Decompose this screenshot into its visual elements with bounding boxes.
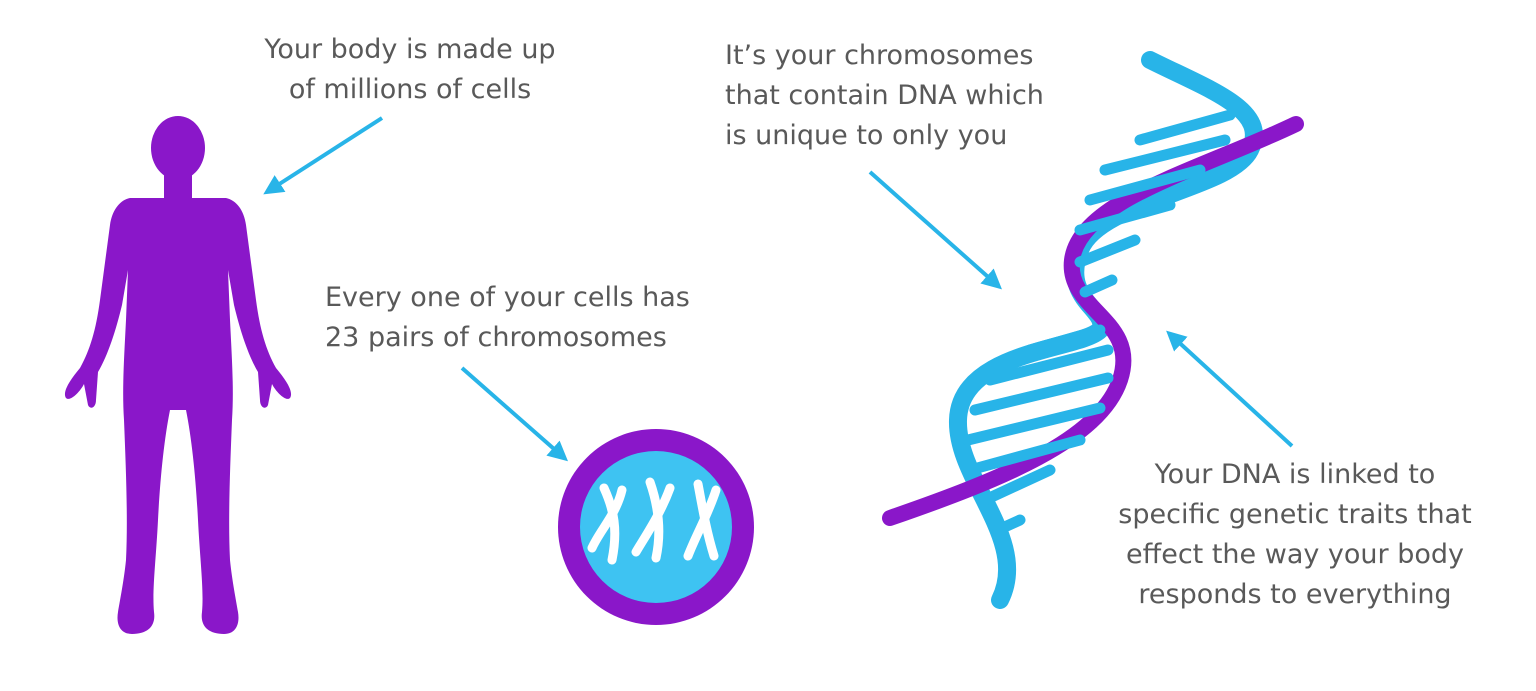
label-chromosomes-dna: It’s your chromosomes that contain DNA w… (725, 36, 1044, 156)
label-line: It’s your chromosomes (725, 40, 1034, 71)
arrow-icon (460, 366, 569, 462)
label-line: effect the way your body (1126, 539, 1464, 570)
label-line: responds to everything (1138, 579, 1452, 610)
dna-rungs-upper (1074, 109, 1236, 298)
human-silhouette-icon (64, 116, 292, 634)
label-dna-traits: Your DNA is linked to specific genetic t… (1085, 455, 1505, 615)
cell-with-chromosomes-icon (558, 429, 754, 625)
label-line: Every one of your cells has (325, 282, 690, 313)
arrow-icon (868, 170, 1002, 290)
label-line: that contain DNA which (725, 80, 1044, 111)
arrow-icon (263, 116, 384, 195)
label-line: Your body is made up (264, 34, 556, 65)
arrow-icon (1166, 330, 1294, 448)
label-line: of millions of cells (288, 74, 532, 105)
dna-rungs-lower (962, 324, 1114, 536)
label-line: 23 pairs of chromosomes (325, 322, 667, 353)
chromosome-x-icon (587, 477, 721, 565)
label-cell-chromosomes: Every one of your cells has 23 pairs of … (325, 278, 690, 358)
arrows (263, 116, 1294, 462)
label-line: is unique to only you (725, 120, 1008, 151)
label-line: specific genetic traits that (1118, 499, 1472, 530)
label-line: Your DNA is linked to (1154, 459, 1436, 490)
dna-double-helix-icon (882, 51, 1304, 609)
label-body-cells: Your body is made up of millions of cell… (225, 30, 595, 110)
